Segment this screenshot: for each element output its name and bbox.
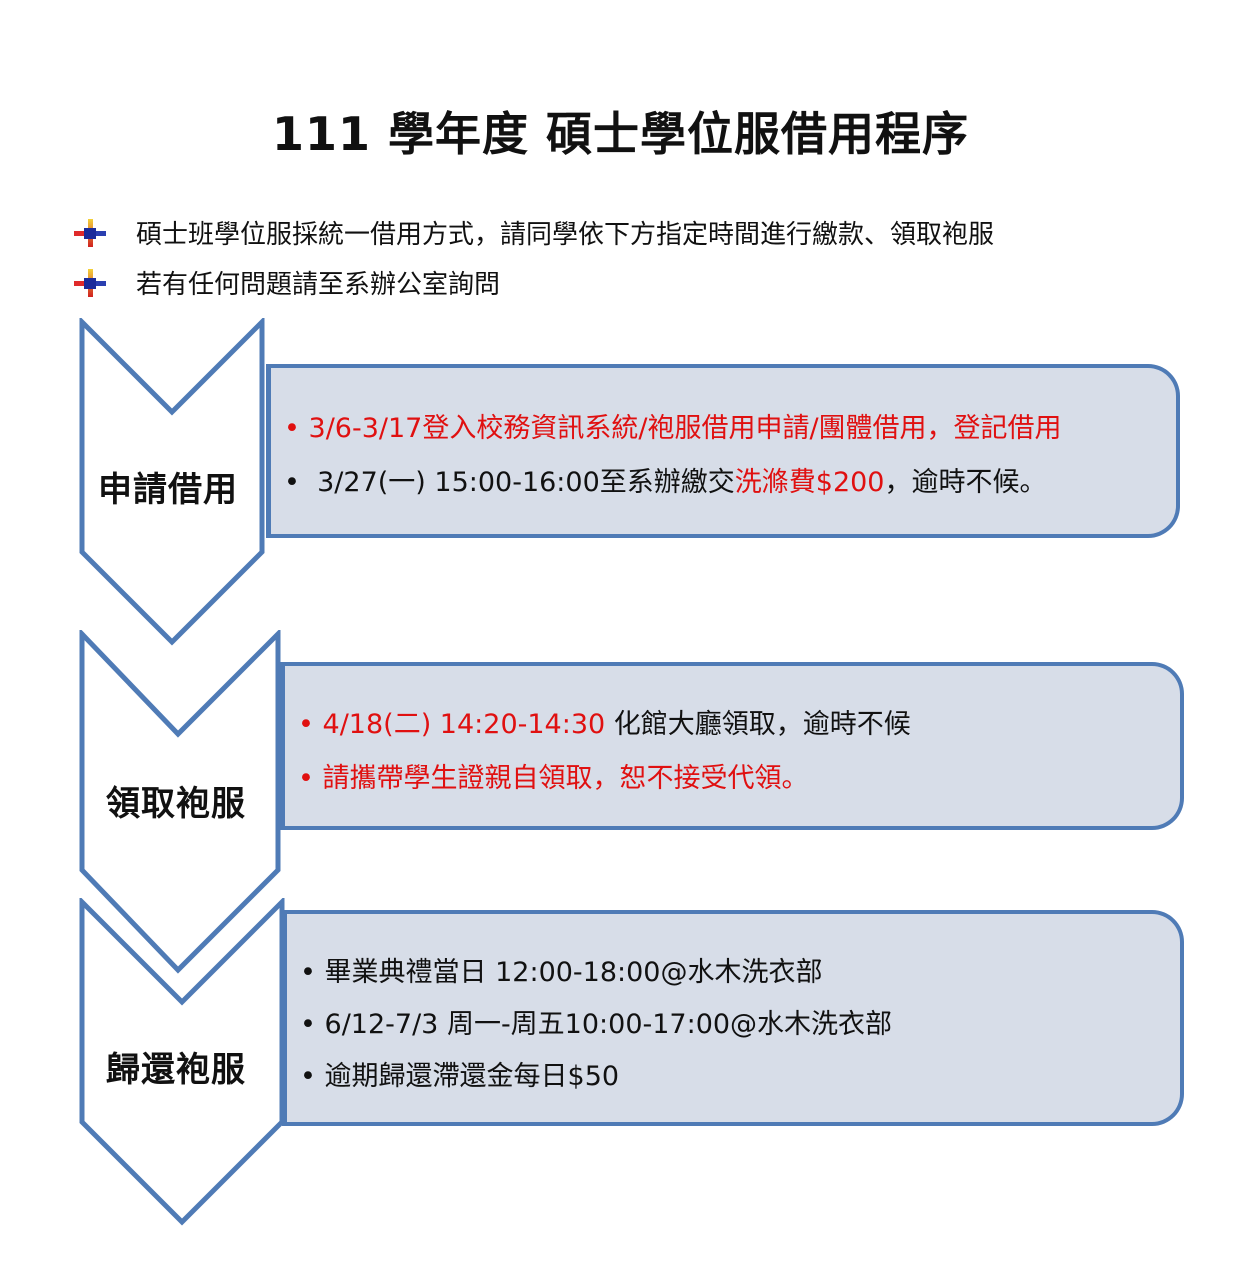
intro-item-1: 碩士班學位服採統一借用方式，請同學依下方指定時間進行繳款、領取袍服 (74, 214, 994, 251)
step1-line-1: • 3/6-3/17登入校務資訊系統/袍服借用申請/團體借用，登記借用 (284, 413, 1062, 444)
step-panel-apply (266, 364, 1180, 538)
intro-item-2: 若有任何問題請至系辦公室詢問 (74, 264, 500, 301)
step-chevron-2 (79, 630, 281, 974)
step-label-collect: 領取袍服 (106, 784, 246, 824)
step3-line-1: • 畢業典禮當日 12:00-18:00@水木洗衣部 (300, 957, 823, 988)
step-label-return: 歸還袍服 (106, 1050, 246, 1090)
intro-text: 碩士班學位服採統一借用方式，請同學依下方指定時間進行繳款、領取袍服 (136, 220, 995, 250)
step-chevron-1 (79, 318, 265, 646)
step1-line-2: • 3/27(一) 15:00-16:00至系辦繳交洗滌費$200，逾時不候。 (284, 467, 1047, 498)
step2-line-1: • 4/18(二) 14:20-14:30 化館大廳領取，逾時不候 (298, 709, 911, 740)
intro-text: 若有任何問題請至系辦公室詢問 (136, 270, 501, 300)
step3-line-3: • 逾期歸還滯還金每日$50 (300, 1061, 620, 1092)
step-panel-return (282, 910, 1184, 1126)
step3-line-2: • 6/12-7/3 周一-周五10:00-17:00@水木洗衣部 (300, 1009, 893, 1040)
cross-bullet-icon (74, 268, 108, 297)
step-panel-collect (280, 662, 1184, 830)
cross-bullet-icon (74, 218, 108, 247)
step-label-apply: 申請借用 (98, 470, 238, 510)
step2-line-2: • 請攜帶學生證親自領取，恕不接受代領。 (298, 763, 809, 794)
page-title: 111 學年度 碩士學位服借用程序 (271, 107, 970, 161)
